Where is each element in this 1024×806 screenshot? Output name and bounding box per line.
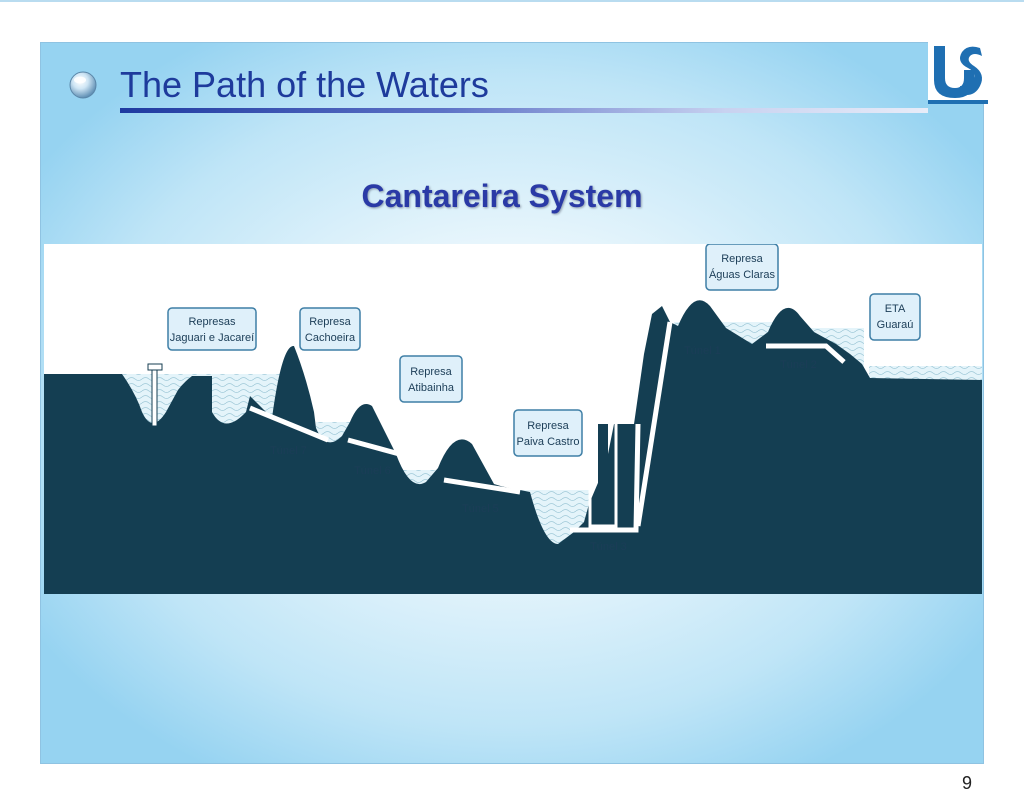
page-number: 9 (962, 773, 973, 793)
terrain (44, 300, 982, 594)
svg-text:ETA: ETA (885, 303, 906, 315)
svg-text:Jaguari e Jacareí: Jaguari e Jacareí (170, 332, 254, 344)
paiva-castro-structure-icon (588, 412, 618, 528)
svg-text:Atibainha: Atibainha (408, 382, 455, 394)
svg-text:Represa: Represa (721, 253, 763, 265)
water-guarau (869, 366, 982, 380)
tunnel-3 (570, 423, 641, 533)
tunnel-2 (766, 343, 846, 364)
title-underline (120, 108, 928, 113)
svg-text:Paiva Castro: Paiva Castro (517, 436, 580, 448)
tunnel-5-label: Túnel 5 (462, 503, 499, 515)
tunnel-6 (347, 437, 415, 461)
tunnel-6-label: Túnel 6 (354, 465, 391, 477)
callout-cachoeira: Represa Cachoeira (299, 307, 361, 351)
tunnel-5 (443, 477, 521, 495)
callout-eta-guarau: ETA Guaraú (869, 293, 921, 341)
diagram-subtitle: Cantareira System (361, 178, 643, 214)
slide-title: The Path of the Waters (120, 64, 489, 105)
sphere-bullet-icon (69, 71, 97, 99)
tunnel-1-label: Túnel 1 (684, 345, 721, 357)
svg-text:Represas: Represas (188, 316, 236, 328)
svg-text:Represa: Represa (410, 366, 452, 378)
callout-aguas-claras: Represa Águas Claras (705, 244, 779, 291)
svg-text:Represa: Represa (527, 420, 569, 432)
tunnel-3-label: Túnel 3 (590, 541, 627, 553)
tunnel-7 (249, 405, 329, 443)
svg-text:Represa: Represa (309, 316, 351, 328)
callout-atibainha: Represa Atibainha (399, 355, 463, 403)
svg-text:Cachoeira: Cachoeira (305, 332, 356, 344)
callout-jaguari: Represas Jaguari e Jacareí (167, 307, 257, 351)
slide-top-line (0, 0, 1024, 2)
tunnel-1 (635, 321, 673, 527)
tunnel-7-label: Túnel 7 (270, 445, 307, 457)
sabesp-logo-icon (928, 40, 988, 104)
cantareira-system-diagram: Represas Jaguari e Jacareí Represa Cacho… (44, 244, 982, 594)
tunnel-2-label: Túnel 2 (780, 359, 817, 371)
svg-text:Águas Claras: Águas Claras (709, 268, 776, 281)
callout-paiva-castro: Represa Paiva Castro (513, 409, 583, 457)
intake-tower-icon (147, 363, 163, 427)
tunnels (249, 321, 846, 533)
svg-text:Guaraú: Guaraú (877, 319, 914, 331)
